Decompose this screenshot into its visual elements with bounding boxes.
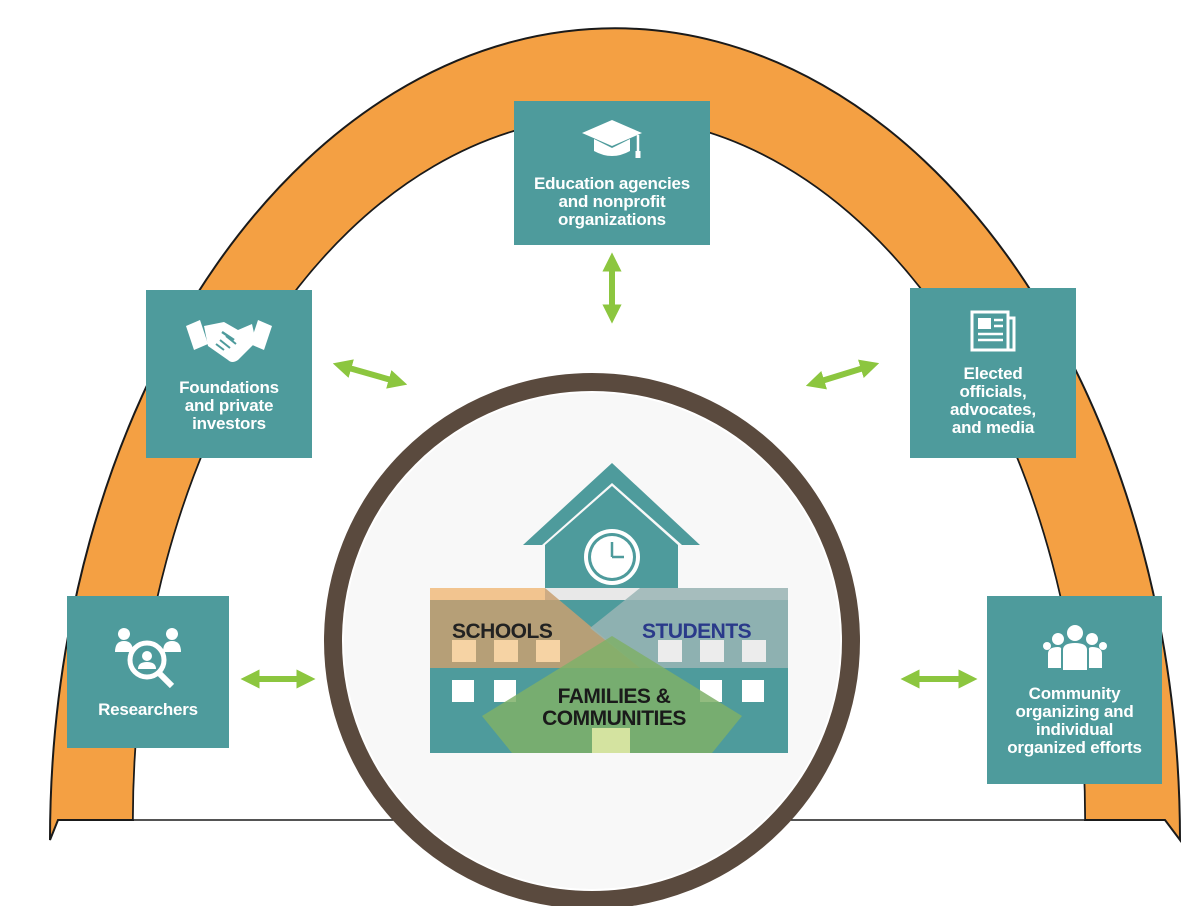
schools-label: SCHOOLS [452, 620, 553, 643]
families-label: FAMILIES & COMMUNITIES [542, 685, 686, 730]
newspaper-icon [970, 310, 1016, 357]
research-magnifier-icon [114, 626, 182, 693]
graduation-cap-icon [580, 118, 644, 167]
node-foundations-label: Foundations and private investors [179, 377, 279, 433]
arch-title: Cross-sector Collaborations [358, 0, 860, 4]
school-building-icon [430, 463, 788, 753]
node-elected-label: Elected officials, advocates, and media [950, 363, 1036, 437]
node-education: Education agencies and nonprofit organiz… [514, 101, 710, 245]
arrow-elected [805, 359, 880, 390]
node-community: Community organizing and individual orga… [987, 596, 1162, 784]
node-foundations: Foundations and private investors [146, 290, 312, 458]
node-researchers-label: Researchers [98, 699, 198, 719]
connector-arrows [240, 252, 978, 689]
arrow-foundations [332, 359, 408, 389]
node-elected: Elected officials, advocates, and media [910, 288, 1076, 458]
node-education-label: Education agencies and nonprofit organiz… [533, 173, 691, 229]
people-group-icon [1042, 624, 1107, 677]
students-label: STUDENTS [642, 620, 752, 643]
handshake-icon [186, 316, 272, 371]
node-community-label: Community organizing and individual orga… [1007, 683, 1142, 757]
node-researchers: Researchers [67, 596, 229, 748]
